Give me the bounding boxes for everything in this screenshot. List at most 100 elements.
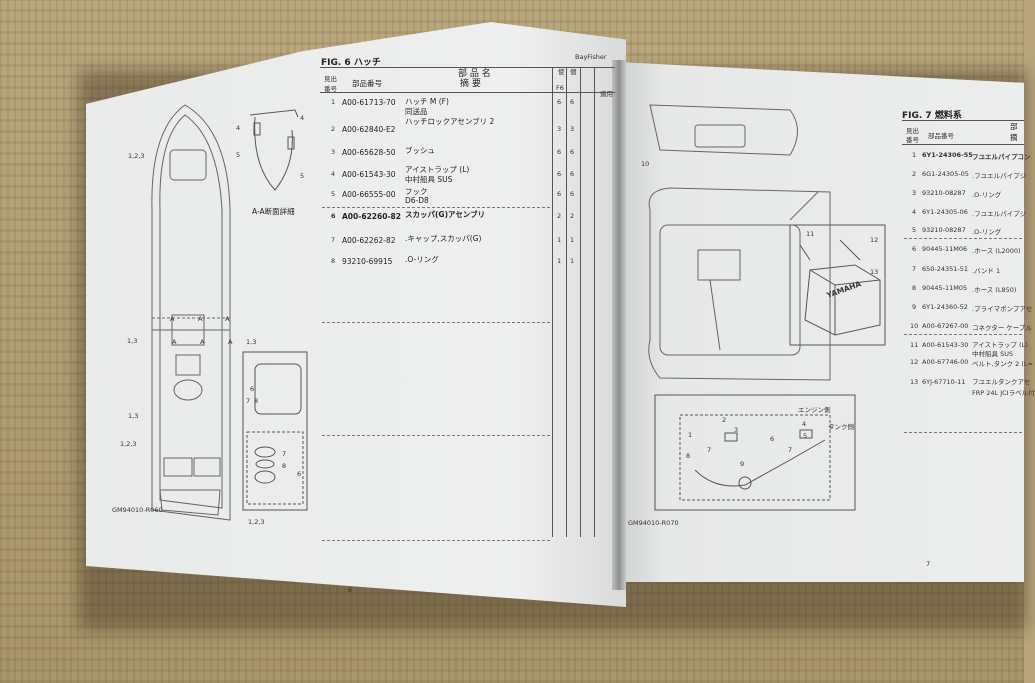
table-row: 3	[331, 148, 336, 156]
fuel-hose-assembly-diagram	[654, 394, 856, 511]
left-col-name-2: 摘 要	[460, 79, 481, 89]
part-number: 93210-08287	[922, 189, 966, 197]
part-name: ハッチロックアセンブリ 2	[405, 117, 495, 126]
part-number: A00-66555-00	[342, 190, 396, 199]
qty: 3	[570, 125, 575, 133]
callout-13: 13	[870, 268, 879, 276]
callout-8-upper: 8	[254, 397, 259, 405]
callout-6-upper: 6	[250, 385, 255, 393]
part-name: .バンド 1	[972, 267, 1001, 275]
callout-4-right: 4	[300, 114, 305, 122]
part-number: 6Y1-24360-52	[922, 303, 968, 311]
left-col-ref-1: 見出	[324, 75, 337, 83]
tank-side-label: タンク側	[828, 423, 854, 431]
right-col-ref-1: 見出	[906, 127, 919, 135]
boat-hull-diagram	[151, 104, 231, 521]
left-table-col-sep-3	[580, 67, 581, 537]
callout-6-hose: 6	[770, 435, 775, 443]
qty: 3	[557, 125, 562, 133]
left-fig-title: FIG. 6 ハッチ	[321, 58, 381, 68]
part-name: .O-リング	[972, 228, 1002, 236]
scupper-detail-diagram	[242, 351, 308, 511]
part-number: 90445-11M06	[922, 245, 968, 253]
left-col-name-1: 部 品 名	[458, 69, 491, 79]
right-table-header-rule	[902, 144, 1024, 145]
callout-7-hose-a: 7	[707, 446, 712, 454]
right-col-name-2: 摘	[1010, 133, 1018, 142]
callout-5-right: 5	[300, 172, 305, 180]
left-col-remark: 適用	[600, 90, 613, 98]
qty: 2	[570, 212, 575, 220]
table-row: 1	[331, 98, 336, 106]
table-row: 4	[331, 170, 336, 178]
qty: 6	[570, 98, 575, 106]
right-col-ref-2: 番号	[906, 136, 919, 144]
part-name: .O-リング	[972, 191, 1002, 199]
qty: 6	[570, 190, 575, 198]
table-row: 2	[912, 170, 917, 178]
qty: 1	[557, 257, 562, 265]
section-marker-a1: A	[170, 315, 175, 323]
callout-7-upper: 7	[246, 397, 251, 405]
section-marker-a5: A	[200, 338, 205, 346]
callout-1-3-lower: 1,3	[128, 412, 139, 420]
part-number: A00-61713-70	[342, 98, 396, 107]
table-row: 7	[331, 236, 336, 244]
part-number: A00-61543-30	[342, 170, 396, 179]
left-col-qty-head2: 個	[570, 68, 577, 76]
callout-1-3-right: 1,3	[246, 338, 257, 346]
qty: 1	[557, 236, 562, 244]
table-row: 7	[912, 265, 917, 273]
qty: 6	[557, 98, 562, 106]
table-row: 13	[910, 378, 919, 386]
table-row: 8	[912, 284, 917, 292]
callout-1-2-3-stern-left: 1,2,3	[120, 440, 137, 448]
left-page-number: 6	[348, 586, 353, 594]
right-blank-divider	[904, 432, 1022, 433]
part-name: ブッシュ	[405, 146, 435, 155]
callout-9-hose: 9	[740, 460, 745, 468]
callout-1-3-left: 1,3	[127, 337, 138, 345]
book-gutter	[612, 60, 626, 590]
fuel-system-hull-diagram	[648, 104, 831, 381]
part-name: フック	[405, 187, 428, 196]
callout-11: 11	[806, 230, 815, 238]
left-table-col-sep-2	[566, 67, 567, 537]
part-name: .フユエルパイプジ	[972, 172, 1027, 180]
part-name: アイストラップ (L)	[405, 165, 470, 174]
callout-1-2-3-stern: 1,2,3	[248, 518, 265, 526]
qty: 6	[570, 148, 575, 156]
part-number: 6G1-24305-05	[922, 170, 969, 178]
part-name: .キャップ,スカッパ(G)	[405, 234, 482, 243]
right-page-number: 7	[926, 560, 931, 568]
callout-5-left: 5	[236, 151, 241, 159]
table-row: 5	[331, 190, 336, 198]
part-name: フユエルパイプコン	[972, 153, 1031, 161]
callout-5-hose: 5	[803, 432, 808, 440]
table-row: 9	[912, 303, 917, 311]
left-col-part-no: 部品番号	[352, 79, 382, 88]
callout-1-hose: 1	[688, 431, 693, 439]
callout-10: 10	[641, 160, 650, 168]
qty: 6	[557, 148, 562, 156]
part-number: A00-61543-30	[922, 341, 969, 349]
table-row: 1	[912, 151, 917, 159]
left-diagram-code: GM94010-R060	[112, 506, 163, 514]
part-number: 6Y1-24305-06	[922, 208, 968, 216]
part-number: 93210-08287	[922, 226, 966, 234]
part-name: .プライマポンプアセ	[972, 305, 1033, 313]
part-number: A00-67746-00	[922, 358, 969, 366]
callout-8-hose: 8	[686, 452, 691, 460]
table-row: 4	[912, 208, 917, 216]
fuel-tank-detail-diagram	[789, 224, 886, 346]
table-row: 6	[331, 212, 336, 220]
qty: 6	[570, 170, 575, 178]
section-marker-a2: A	[198, 315, 203, 323]
part-name: D6-D8	[405, 196, 429, 205]
table-row: 2	[331, 125, 336, 133]
part-number: 90445-11M05	[922, 284, 968, 292]
callout-6-lower: 6	[297, 470, 302, 478]
left-table-header-rule	[320, 92, 615, 93]
part-name: スカッパ(G)アセンブリ	[405, 210, 486, 219]
part-name: FRP 24L JCIラベル付	[972, 389, 1035, 397]
